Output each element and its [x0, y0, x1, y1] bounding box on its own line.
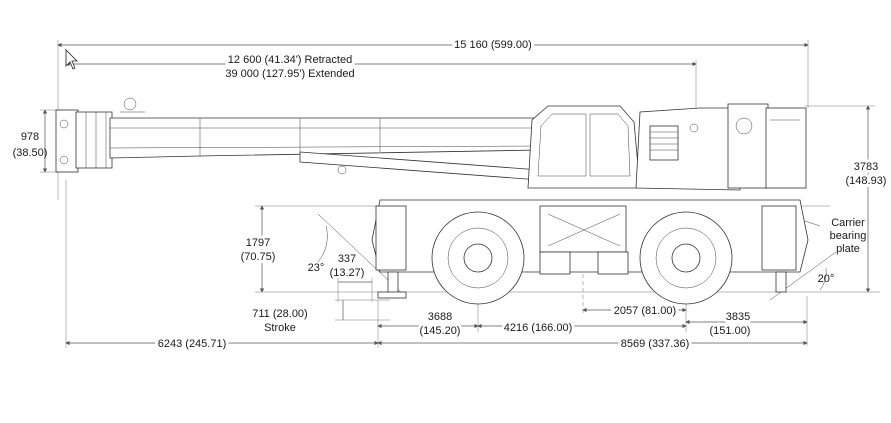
boom-head-height-mm: 978	[21, 131, 39, 143]
boom-pulley-icon	[123, 97, 137, 111]
boom-head-height-in: (38.50)	[13, 147, 48, 159]
wheelbase-label: 4216 (166.00)	[504, 322, 573, 334]
cab-window-front	[537, 113, 587, 177]
overall-height-in: (148.93)	[846, 175, 887, 187]
stroke-mm: 711 (28.00)	[252, 308, 307, 320]
cab-window-side	[589, 113, 631, 177]
overall-height-mm: 3783	[854, 161, 878, 173]
carrier-height-in: (70.75)	[241, 251, 276, 263]
crane-cab-superstructure	[527, 103, 807, 191]
hoist-drum-icon	[735, 117, 753, 135]
outrigger-in: (13.27)	[330, 267, 365, 279]
boom-extended-label: 39 000 (127.95') Extended	[225, 68, 354, 80]
stroke-label: Stroke	[264, 322, 296, 334]
carrier-length-label: 8569 (337.36)	[621, 338, 690, 350]
crane-boom	[55, 97, 541, 181]
boom-body	[109, 117, 541, 159]
carrier-bearing-label-2: bearing	[830, 230, 867, 242]
carrier-center-box	[539, 205, 627, 253]
front-outrigger-jack	[387, 271, 399, 295]
carrier-bearing-label-3: plate	[836, 243, 860, 255]
outrigger-mm: 337	[338, 253, 356, 265]
rear-overhang-mm: 3835	[726, 311, 750, 323]
front-outrigger-pad	[377, 291, 407, 299]
crane-carrier	[371, 199, 809, 305]
rear-outrigger	[761, 205, 797, 271]
lift-cylinder	[299, 151, 541, 181]
approach-angle-arc	[317, 225, 328, 263]
step-left	[539, 251, 571, 275]
rear-overhang-in: (151.00)	[710, 325, 751, 337]
departure-angle-label: 20°	[818, 273, 835, 285]
front-overhang-mm: 3688	[428, 311, 452, 323]
counterweight	[727, 103, 769, 189]
operator-cab	[527, 105, 641, 189]
departure-angle-arc	[819, 267, 827, 291]
front-outrigger	[375, 205, 407, 271]
carrier-bearing-label-1: Carrier	[831, 217, 865, 229]
engine-grille	[649, 125, 679, 161]
rear-wheel-hub-icon	[671, 243, 701, 273]
step-right	[597, 251, 629, 275]
boom-sheave-block	[75, 111, 113, 169]
mouse-cursor-icon	[65, 49, 78, 70]
axle-center-label: 2057 (81.00)	[614, 305, 676, 317]
front-boom-overhang-label: 6243 (245.71)	[158, 338, 227, 350]
boom-sheave-icon	[59, 119, 69, 129]
front-overhang-in: (145.20)	[420, 325, 461, 337]
rear-counterweight	[765, 107, 807, 189]
rear-outrigger-jack	[775, 271, 787, 293]
front-wheel-hub-icon	[463, 243, 493, 273]
approach-angle-label: 23°	[308, 262, 325, 274]
carrier-height-mm: 1797	[246, 237, 270, 249]
boom-retracted-label: 12 600 (41.34') Retracted	[228, 54, 352, 66]
overall-length-label: 15 160 (599.00)	[454, 39, 532, 51]
